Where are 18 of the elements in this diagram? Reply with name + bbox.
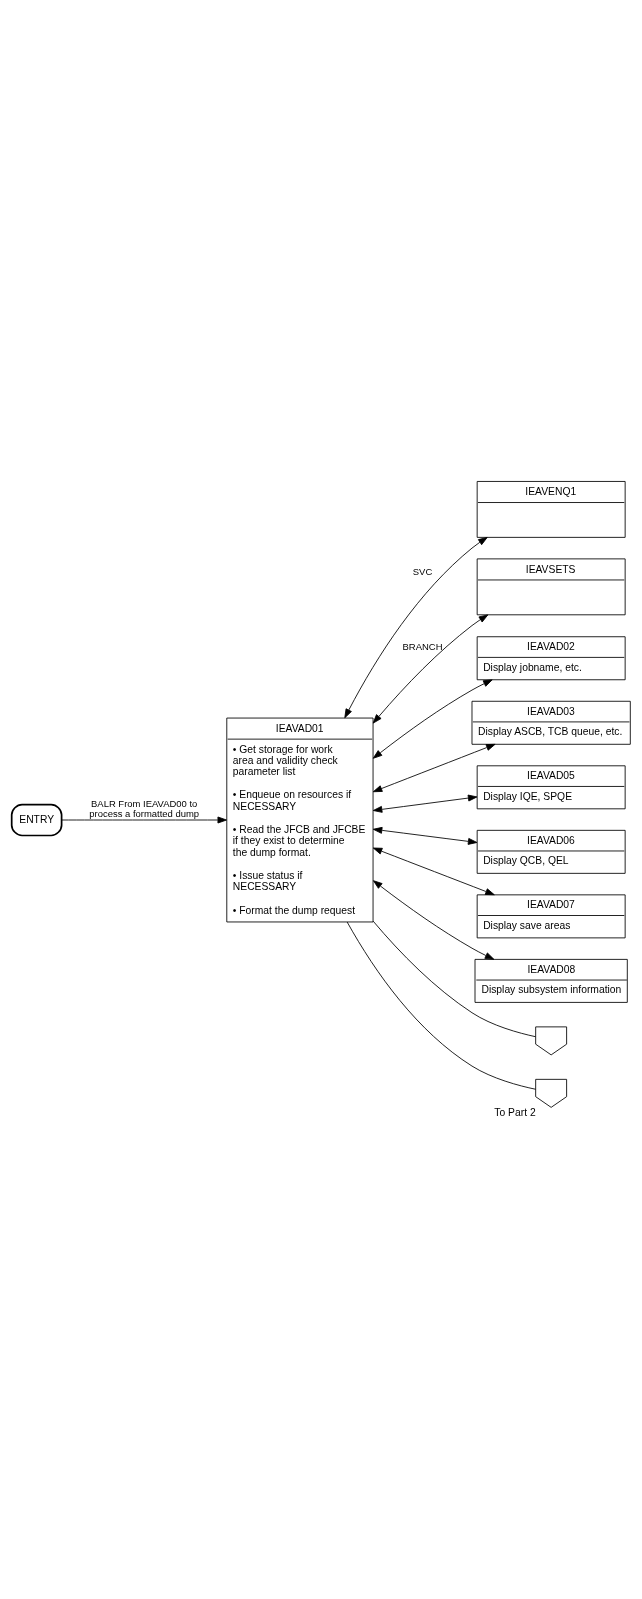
- arrow: [372, 794, 478, 813]
- connector: [346, 921, 536, 1090]
- arrow: [373, 879, 495, 960]
- arrow: [61, 816, 227, 823]
- node-pentagon: [535, 1078, 568, 1108]
- arrow: [372, 847, 495, 895]
- edge-label: SVC: [412, 565, 433, 577]
- edge-label: BRANCH: [402, 640, 443, 652]
- arrow: [372, 613, 489, 724]
- arrow: [344, 536, 488, 718]
- node-pentagon: [535, 1025, 568, 1055]
- edge-label: BALR From IEAVAD00 to process a formatted dump: [89, 797, 200, 819]
- node-label: To Part 2: [494, 1106, 536, 1118]
- connector: [372, 920, 536, 1037]
- node-box: ENTRY: [10, 803, 63, 836]
- arrow: [372, 826, 478, 845]
- arrow: [372, 743, 496, 792]
- arrow: [372, 678, 493, 759]
